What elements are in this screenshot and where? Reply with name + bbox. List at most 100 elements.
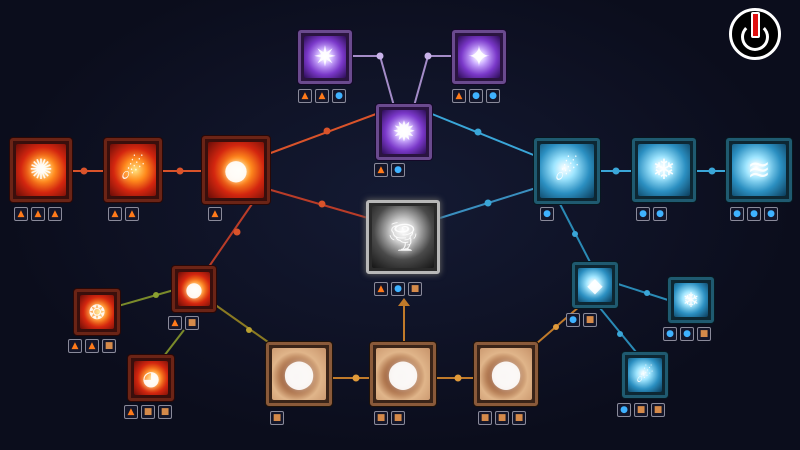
skill-node-solar-burst[interactable]: ✺	[10, 138, 72, 202]
wave-icon: ≋	[747, 153, 771, 186]
sunburst-icon: ✺	[29, 153, 53, 186]
ice-orb-icon: ❄	[682, 288, 700, 312]
water-icon: ●	[730, 207, 744, 221]
link-line	[267, 113, 377, 155]
water-icon: ●	[636, 207, 650, 221]
link-node-dot	[424, 52, 432, 60]
link-line	[413, 55, 429, 107]
water-icon: ●	[486, 89, 500, 103]
ember-icon: ●	[185, 277, 203, 301]
skill-node-storm-orb[interactable]: ✷	[298, 30, 352, 84]
water-icon: ●	[391, 163, 405, 177]
skill-node-meteor-strike[interactable]: ⬤	[370, 342, 436, 406]
skill-node-ember-orb[interactable]: ●	[172, 266, 216, 312]
link-line	[599, 307, 637, 353]
link-node-dot	[233, 228, 241, 236]
fire-icon: ▲	[315, 89, 329, 103]
cost-badges: ▲ ● ■	[374, 282, 422, 296]
cost-badges: ▲ ● ●	[452, 89, 500, 103]
cost-badges: ● ● ●	[730, 207, 778, 221]
fire-icon: ▲	[208, 207, 222, 221]
cost-badges: ▲ ■ ■	[124, 405, 172, 419]
skill-node-boulder[interactable]: ⬤	[266, 342, 332, 406]
link-node-dot	[708, 167, 716, 175]
flaming-boulder-icon: ⬤	[490, 357, 522, 390]
skill-node-ice-comet[interactable]: ☄	[622, 352, 668, 398]
fire-icon: ▲	[31, 207, 45, 221]
skill-node-flaming-boulder[interactable]: ⬤	[474, 342, 538, 406]
skill-node-tidal-wave[interactable]: ≋	[726, 138, 792, 202]
link-node-dot	[553, 324, 559, 330]
power-icon-bar	[751, 12, 760, 38]
skill-node-ice-shard[interactable]: ☄	[534, 138, 600, 204]
fire-icon: ▲	[108, 207, 122, 221]
cost-badges: ▲ ▲ ■	[68, 339, 116, 353]
water-icon: ●	[469, 89, 483, 103]
fire-icon: ▲	[452, 89, 466, 103]
cost-badges: ■	[270, 411, 284, 425]
earth-icon: ■	[270, 411, 284, 425]
fireball-icon: ●	[223, 153, 249, 186]
power-button[interactable]	[729, 8, 781, 60]
cost-badges: ▲ ●	[374, 163, 405, 177]
cost-badges: ▲ ■	[168, 316, 199, 330]
skill-node-ice-orb[interactable]: ❄	[668, 277, 714, 323]
water-icon: ●	[764, 207, 778, 221]
fire-icon: ▲	[48, 207, 62, 221]
arcane-burst-icon: ✦	[467, 40, 491, 73]
link-line	[617, 283, 669, 301]
cost-badges: ▲ ▲ ▲	[14, 207, 62, 221]
earth-icon: ■	[634, 403, 648, 417]
power-icon	[741, 23, 769, 51]
earth-icon: ■	[512, 411, 526, 425]
skill-node-twin-embers[interactable]: ❂	[74, 289, 120, 335]
water-icon: ●	[663, 327, 677, 341]
skill-node-flame-comet[interactable]: ☄	[104, 138, 162, 202]
fireball-icon: ☄	[120, 153, 146, 186]
link-node-dot	[176, 167, 184, 175]
link-node-dot	[376, 52, 384, 60]
cost-badges: ▲	[208, 207, 222, 221]
skill-node-tornado[interactable]: 🌪	[366, 200, 440, 274]
skill-node-lava-slime[interactable]: ◕	[128, 355, 174, 401]
cost-badges: ● ■ ■	[617, 403, 665, 417]
fire-icon: ▲	[298, 89, 312, 103]
earth-icon: ■	[478, 411, 492, 425]
earth-icon: ■	[583, 313, 597, 327]
water-icon: ●	[540, 207, 554, 221]
earth-icon: ■	[158, 405, 172, 419]
link-node-dot	[153, 292, 159, 298]
ice-comet-icon: ☄	[636, 363, 654, 387]
earth-icon: ■	[141, 405, 155, 419]
fire-icon: ▲	[14, 207, 28, 221]
cost-badges: ● ■	[566, 313, 597, 327]
fire-icon: ▲	[168, 316, 182, 330]
cost-badges: ▲ ▲	[108, 207, 139, 221]
cost-badges: ■ ■ ■	[478, 411, 526, 425]
cost-badges: ■ ■	[374, 411, 405, 425]
skill-node-fireball[interactable]: ●	[202, 136, 270, 204]
magma-creature-icon: ◕	[142, 366, 160, 390]
skill-node-frost-volley[interactable]: ❄	[632, 138, 696, 202]
tornado-icon: 🌪	[385, 220, 421, 253]
skill-node-arcane-core[interactable]: ✹	[376, 104, 432, 160]
link-node-dot	[644, 290, 650, 296]
earth-icon: ■	[185, 316, 199, 330]
earth-icon: ■	[374, 411, 388, 425]
fire-icon: ▲	[374, 282, 388, 296]
fire-icon: ▲	[374, 163, 388, 177]
energy-orb-icon: ✹	[392, 115, 416, 148]
link-node-dot	[323, 127, 331, 135]
boulder-icon: ⬤	[283, 357, 315, 390]
skill-node-frost-crystal[interactable]: ◆	[572, 262, 618, 308]
link-line	[263, 187, 369, 219]
skill-node-arcane-burst[interactable]: ✦	[452, 30, 506, 84]
link-arrow	[398, 298, 410, 306]
ice-comet-icon: ☄	[554, 154, 580, 187]
meteor-icon: ⬤	[387, 357, 419, 390]
water-icon: ●	[566, 313, 580, 327]
fire-icon: ▲	[125, 207, 139, 221]
earth-icon: ■	[408, 282, 422, 296]
